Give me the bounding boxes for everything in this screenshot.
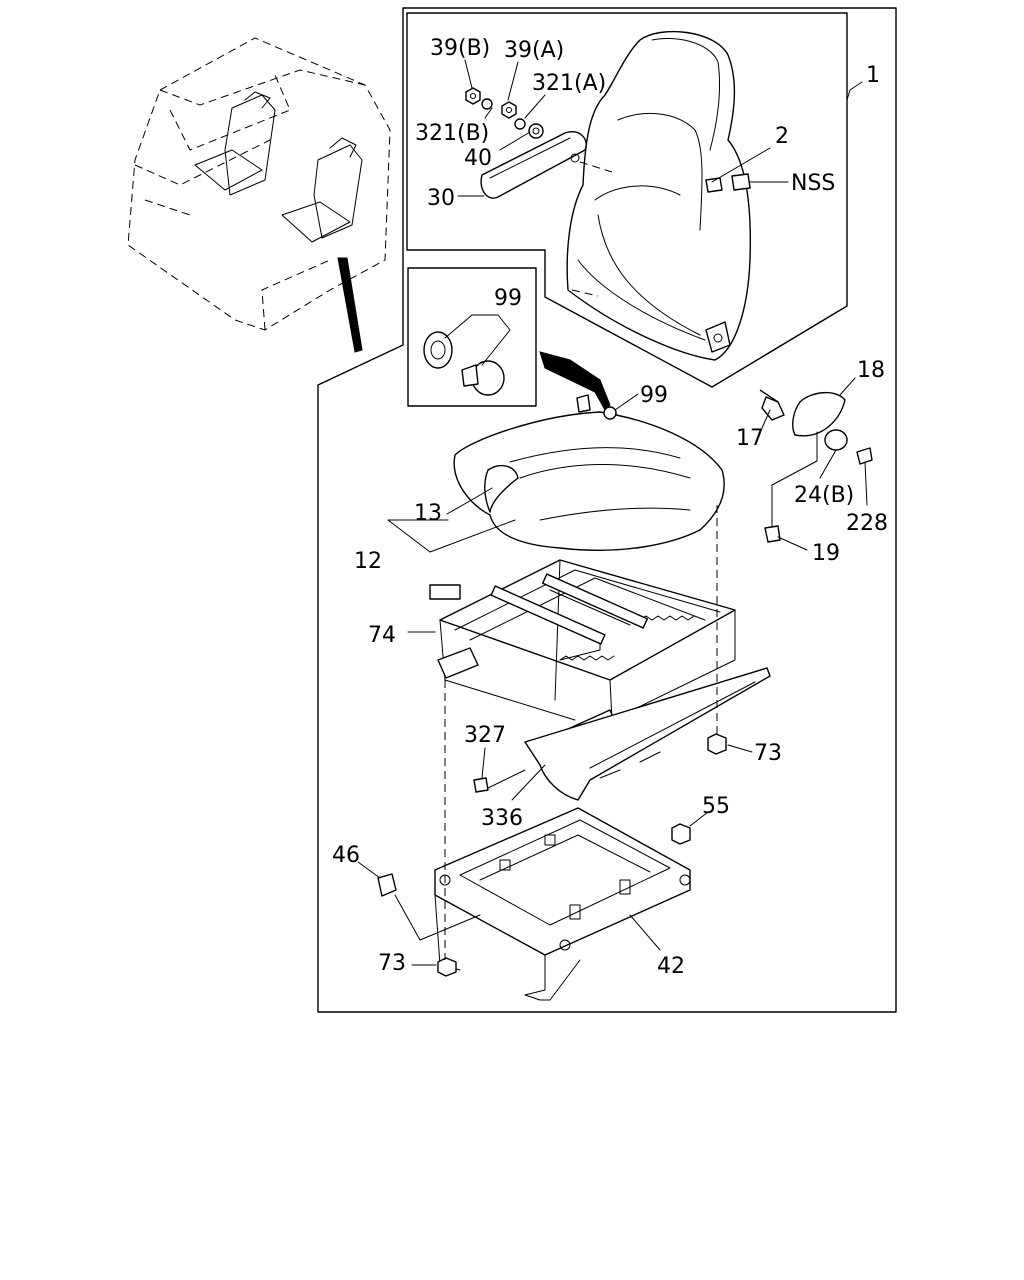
callout-2: 2	[775, 124, 789, 149]
callout-74: 74	[368, 623, 396, 648]
callout-17: 17	[736, 426, 764, 451]
outer-frame	[317, 7, 897, 1013]
clip-inset-box	[407, 267, 537, 407]
callout-73-left: 73	[378, 951, 406, 976]
callout-46: 46	[332, 843, 360, 868]
callout-99: 99	[640, 383, 668, 408]
side-cover	[524, 667, 771, 801]
callout-13: 13	[414, 501, 442, 526]
backrest	[566, 30, 752, 361]
callout-24b: 24(B)	[794, 483, 854, 508]
callout-19: 19	[812, 541, 840, 566]
seat-cushion	[453, 394, 725, 551]
callout-327: 327	[464, 723, 506, 748]
backrest-mount-line	[571, 289, 599, 297]
armrest	[480, 131, 613, 199]
callout-39a: 39(A)	[504, 38, 564, 63]
callout-321a: 321(A)	[532, 71, 606, 96]
callout-55: 55	[702, 794, 730, 819]
callout-39b: 39(B)	[430, 36, 490, 61]
fasteners	[377, 389, 873, 977]
inset-pointer-arrow	[539, 351, 611, 411]
callout-40: 40	[464, 146, 492, 171]
callout-336: 336	[481, 806, 523, 831]
callout-1: 1	[866, 63, 880, 88]
leader-lines	[357, 59, 868, 966]
callout-321b: 321(B)	[415, 121, 489, 146]
callout-nss: NSS	[791, 171, 835, 196]
callout-30: 30	[427, 186, 455, 211]
armrest-fasteners	[465, 87, 544, 139]
callout-12: 12	[354, 549, 382, 574]
seat-base	[434, 807, 691, 1001]
backrest-subframe	[406, 12, 848, 388]
callout-labels: 39(B) 39(A) 321(A) 321(B) 40 30 2 NSS 1 …	[332, 36, 888, 979]
callout-18: 18	[857, 358, 885, 383]
callout-73-right: 73	[754, 741, 782, 766]
cab-thumbnail	[127, 37, 391, 353]
clip-inset-parts	[423, 331, 505, 396]
callout-228: 228	[846, 511, 888, 536]
callout-99-inset: 99	[494, 286, 522, 311]
callout-42: 42	[657, 954, 685, 979]
